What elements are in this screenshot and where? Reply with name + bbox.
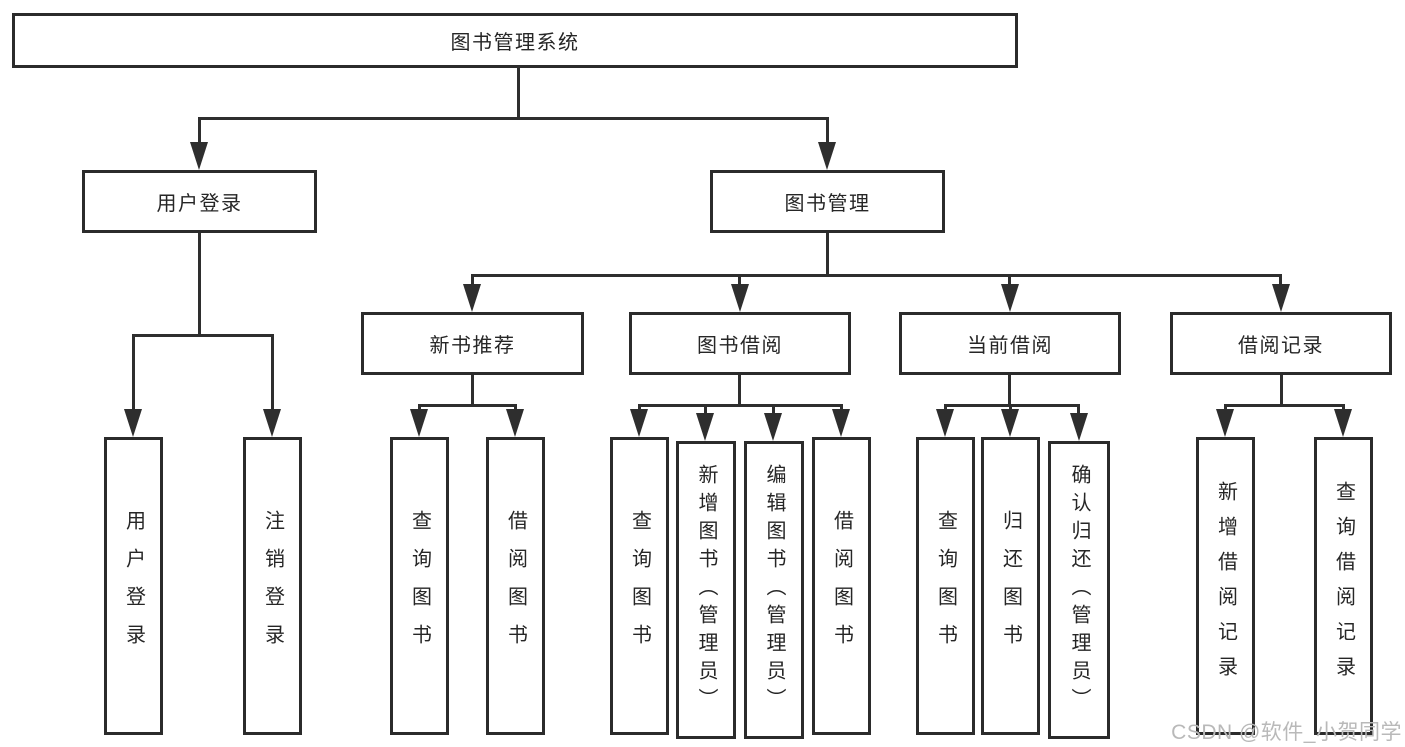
leaf-query-books-recommend-label: 查询图书 (408, 510, 431, 662)
connector-line (738, 375, 741, 406)
arrowhead-icon (630, 409, 648, 437)
arrowhead-icon (1001, 409, 1019, 437)
connector-line (517, 66, 520, 120)
arrowhead-icon (1001, 284, 1019, 312)
connector-line (471, 274, 474, 286)
arrowhead-icon (124, 409, 142, 437)
connector-line (638, 404, 843, 407)
leaf-query-books-current: 查询图书 (916, 437, 975, 735)
connector-line (471, 274, 1281, 277)
connector-line (271, 334, 274, 411)
arrowhead-icon (410, 409, 428, 437)
arrowhead-icon (764, 413, 782, 441)
arrowhead-icon (832, 409, 850, 437)
connector-line (132, 334, 273, 337)
connector-line (1224, 404, 1344, 407)
arrowhead-icon (463, 284, 481, 312)
connector-line (638, 404, 641, 412)
node-library-system: 图书管理系统 (12, 13, 1018, 68)
arrowhead-icon (818, 142, 836, 170)
connector-line (1008, 375, 1011, 406)
arrowhead-icon (696, 413, 714, 441)
leaf-borrow-books-borrowing-label: 借阅图书 (830, 510, 853, 662)
connector-line (840, 404, 843, 412)
node-user-login-label: 用户登录 (156, 193, 243, 215)
arrowhead-icon (936, 409, 954, 437)
leaf-logout: 注销登录 (243, 437, 302, 735)
arrowhead-icon (1216, 409, 1234, 437)
arrowhead-icon (263, 409, 281, 437)
node-current-borrowing: 当前借阅 (899, 312, 1121, 375)
leaf-query-books-current-label: 查询图书 (934, 510, 957, 662)
node-book-management-label: 图书管理 (784, 193, 871, 215)
connector-line (944, 404, 947, 412)
arrowhead-icon (506, 409, 524, 437)
leaf-borrow-books-borrowing: 借阅图书 (812, 437, 871, 735)
leaf-return-book-label: 归还图书 (999, 510, 1022, 662)
connector-line (1342, 404, 1345, 412)
connector-line (738, 274, 741, 286)
arrowhead-icon (1272, 284, 1290, 312)
node-library-system-label: 图书管理系统 (450, 32, 580, 54)
leaf-query-borrow-record-label: 查询借阅记录 (1332, 481, 1355, 691)
leaf-add-book-admin: 新增图书（管理员） (676, 441, 736, 739)
leaf-confirm-return-admin: 确认归还（管理员） (1048, 441, 1110, 739)
leaf-add-book-admin-label: 新增图书（管理员） (695, 464, 717, 716)
leaf-edit-book-admin-label: 编辑图书（管理员） (763, 464, 785, 716)
connector-line (1224, 404, 1227, 412)
leaf-query-books-borrowing-label: 查询图书 (628, 510, 651, 662)
node-borrowing-records: 借阅记录 (1170, 312, 1392, 375)
connector-line (704, 404, 707, 416)
node-new-book-recommend-label: 新书推荐 (429, 335, 516, 357)
leaf-confirm-return-admin-label: 确认归还（管理员） (1068, 464, 1090, 716)
leaf-return-book: 归还图书 (981, 437, 1040, 735)
connector-line (198, 233, 201, 336)
node-borrowing-records-label: 借阅记录 (1238, 335, 1324, 357)
leaf-add-borrow-record: 新增借阅记录 (1196, 437, 1255, 735)
leaf-query-borrow-record: 查询借阅记录 (1314, 437, 1373, 735)
leaf-add-borrow-record-label: 新增借阅记录 (1214, 481, 1237, 691)
node-book-borrowing-label: 图书借阅 (697, 335, 783, 357)
leaf-user-login: 用户登录 (104, 437, 163, 735)
connector-line (198, 117, 829, 120)
leaf-borrow-books-recommend: 借阅图书 (486, 437, 545, 735)
arrowhead-icon (1334, 409, 1352, 437)
connector-line (418, 404, 421, 412)
connector-line (418, 404, 517, 407)
connector-line (1009, 404, 1012, 412)
connector-line (198, 117, 201, 144)
leaf-edit-book-admin: 编辑图书（管理员） (744, 441, 804, 739)
leaf-logout-label: 注销登录 (261, 510, 284, 662)
leaf-user-login-label: 用户登录 (122, 510, 145, 662)
connector-line (772, 404, 775, 416)
node-current-borrowing-label: 当前借阅 (967, 335, 1053, 357)
arrowhead-icon (731, 284, 749, 312)
connector-line (826, 117, 829, 144)
connector-line (1279, 274, 1282, 286)
leaf-query-books-recommend: 查询图书 (390, 437, 449, 735)
connector-line (1280, 375, 1283, 406)
connector-line (471, 375, 474, 406)
node-book-management: 图书管理 (710, 170, 945, 233)
connector-line (826, 233, 829, 277)
connector-line (132, 334, 135, 411)
connector-line (1008, 274, 1011, 286)
leaf-query-books-borrowing: 查询图书 (610, 437, 669, 735)
arrowhead-icon (190, 142, 208, 170)
arrowhead-icon (1070, 413, 1088, 441)
connector-line (944, 404, 1080, 407)
connector-line (514, 404, 517, 412)
node-new-book-recommend: 新书推荐 (361, 312, 584, 375)
connector-line (1077, 404, 1080, 416)
leaf-borrow-books-recommend-label: 借阅图书 (504, 510, 527, 662)
node-book-borrowing: 图书借阅 (629, 312, 851, 375)
watermark: CSDN @软件_小贺同学 (1171, 721, 1402, 744)
node-user-login: 用户登录 (82, 170, 317, 233)
